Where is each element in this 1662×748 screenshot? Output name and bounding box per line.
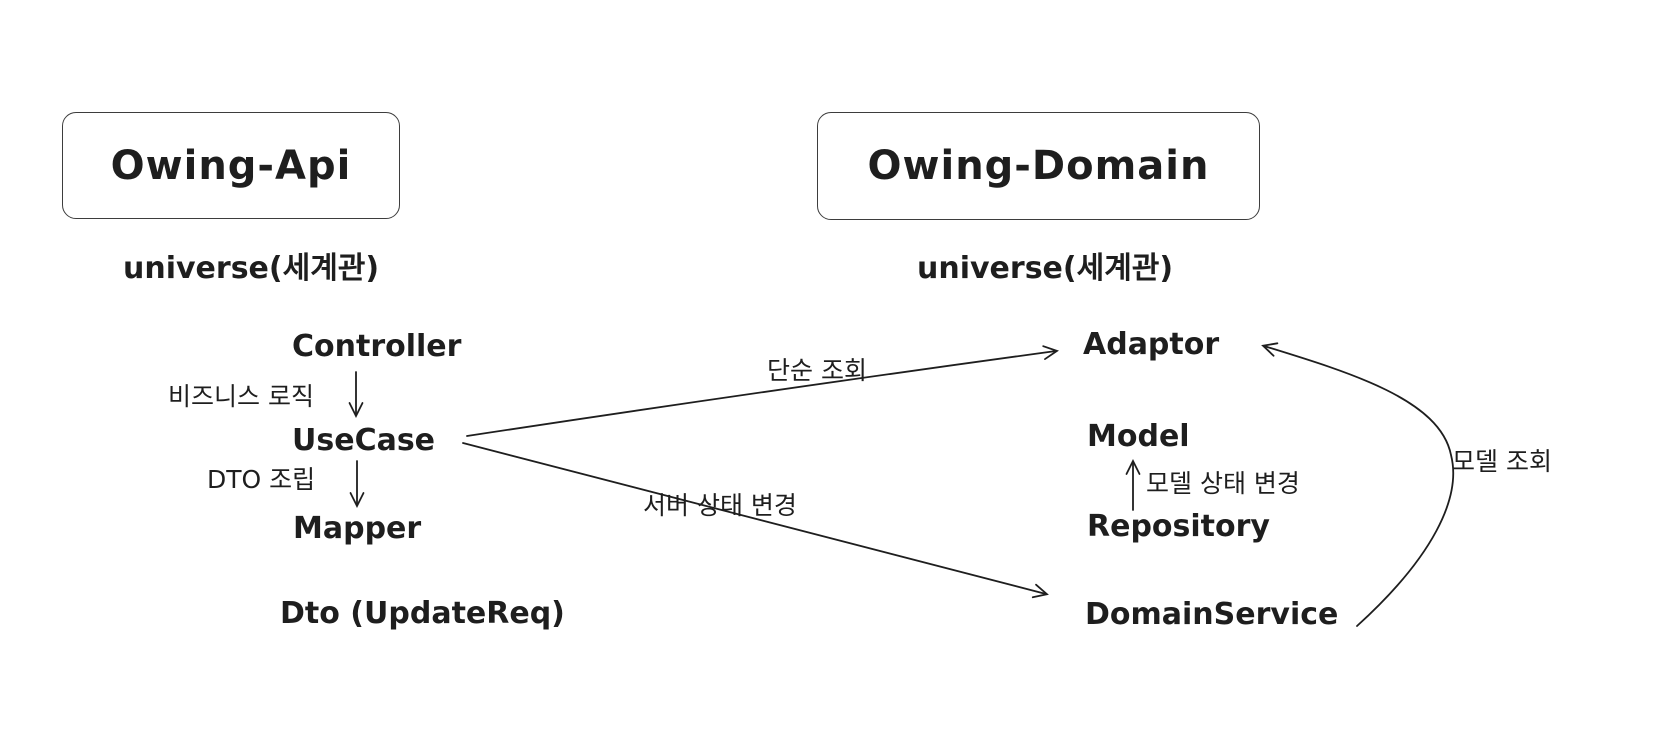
label-dto-assembly: DTO 조립 — [207, 465, 316, 494]
arrow-usecase-to-domainservice — [462, 442, 1049, 599]
component-repository: Repository — [1087, 509, 1270, 544]
arrow-usecase-to-adaptor — [466, 345, 1059, 437]
label-simple-query: 단순 조회 — [767, 356, 867, 385]
component-dto-updatereq: Dto (UpdateReq) — [280, 596, 565, 631]
component-model: Model — [1087, 419, 1190, 454]
component-adaptor: Adaptor — [1083, 327, 1220, 362]
label-model-state-change: 모델 상태 변경 — [1146, 469, 1300, 498]
owing-api-title: Owing-Api — [110, 142, 352, 189]
component-usecase: UseCase — [292, 423, 436, 458]
domain-universe-label: universe(세계관) — [917, 251, 1174, 286]
component-mapper: Mapper — [293, 511, 422, 546]
owing-api-box: Owing-Api — [62, 112, 400, 219]
component-domainservice: DomainService — [1085, 597, 1339, 632]
component-controller: Controller — [292, 329, 462, 364]
label-business-logic: 비즈니스 로직 — [168, 382, 314, 411]
owing-domain-box: Owing-Domain — [817, 112, 1260, 220]
label-server-state-change: 서버 상태 변경 — [643, 491, 797, 520]
label-model-query: 모델 조회 — [1452, 447, 1552, 476]
api-universe-label: universe(세계관) — [123, 251, 380, 286]
arrow-domainservice-to-adaptor — [1261, 342, 1455, 627]
owing-domain-title: Owing-Domain — [867, 143, 1210, 189]
